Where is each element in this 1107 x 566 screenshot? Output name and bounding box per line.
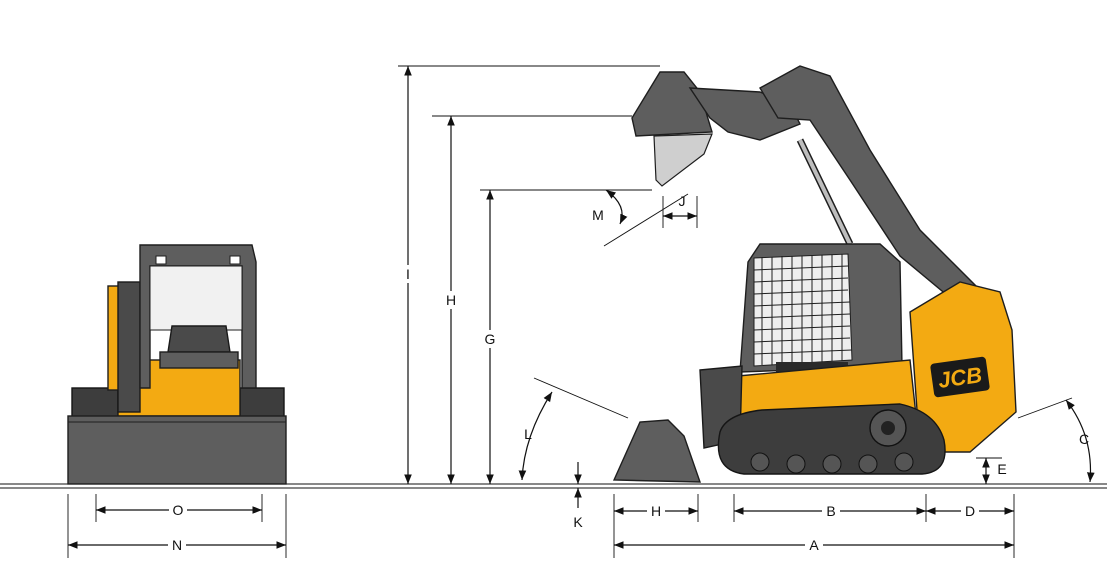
label-j: J (679, 193, 686, 209)
dim-c-arc (1065, 399, 1095, 483)
front-console (159, 351, 239, 369)
front-left-track (71, 387, 119, 419)
jcb-logo: JCB (930, 356, 990, 398)
raised-bucket-floor (653, 133, 713, 187)
label-e: E (997, 461, 1006, 477)
front-light-left (155, 255, 167, 265)
front-bucket (67, 415, 287, 485)
svg-text:JCB: JCB (937, 362, 984, 393)
front-arm-post (117, 281, 141, 413)
dim-m-arc (605, 189, 628, 225)
ground-bucket (612, 419, 701, 483)
label-n: N (172, 537, 182, 553)
cab-window (753, 253, 853, 367)
label-k: K (573, 514, 583, 530)
side-view-machine: JCB 180 (612, 65, 1017, 483)
cab-cage-grid (753, 254, 853, 365)
label-m: M (592, 207, 604, 223)
label-i: I (406, 266, 410, 282)
label-g: G (485, 331, 496, 347)
front-view-machine (67, 244, 287, 485)
label-a: A (809, 537, 819, 553)
label-h-bottom: H (651, 503, 661, 519)
label-d: D (965, 503, 975, 519)
front-light-right (229, 255, 241, 265)
label-l: L (524, 426, 532, 442)
dim-l-arc (518, 391, 553, 481)
label-h-side: H (446, 292, 456, 308)
front-right-track (239, 387, 285, 419)
track-rollers (750, 452, 914, 474)
front-cab-window (149, 265, 243, 331)
label-c: C (1079, 431, 1089, 447)
label-o: O (173, 502, 184, 518)
label-b: B (826, 503, 835, 519)
front-seat (167, 325, 231, 353)
dimension-labels: I H G M J L K E C H B D A O N (168, 193, 1089, 554)
